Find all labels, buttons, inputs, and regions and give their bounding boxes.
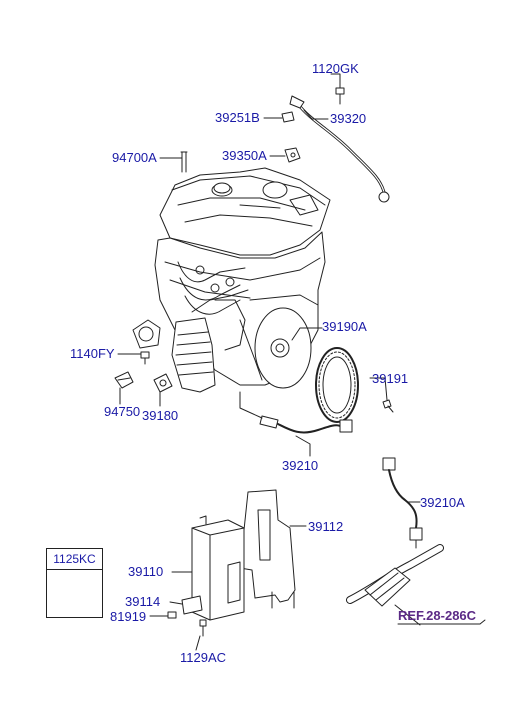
bolt-1129ac bbox=[199, 619, 207, 637]
part-label-94700a: 94700A bbox=[112, 150, 157, 165]
part-label-39110: 39110 bbox=[128, 564, 164, 579]
part-label-39350a: 39350A bbox=[222, 148, 267, 163]
knock-sensor-39180 bbox=[153, 373, 173, 393]
exhaust-pipe-converter bbox=[346, 544, 444, 626]
fastener-key-label: 1125KC bbox=[47, 549, 102, 570]
part-label-1140fy: 1140FY bbox=[70, 346, 115, 361]
temperature-sensor-94750 bbox=[114, 371, 134, 389]
oil-level-gauge bbox=[180, 151, 188, 173]
part-label-81919: 81919 bbox=[110, 609, 147, 624]
oxygen-sensor-39210 bbox=[259, 415, 353, 434]
part-label-39190a: 39190A bbox=[322, 319, 367, 334]
fastener-key-box: 1125KC bbox=[46, 548, 103, 618]
part-label-39210: 39210 bbox=[282, 458, 319, 473]
clip-39251b bbox=[281, 111, 295, 123]
part-label-39251b: 39251B bbox=[215, 110, 260, 125]
part-label-39180: 39180 bbox=[142, 408, 179, 423]
ecu-bracket-39114 bbox=[181, 595, 203, 615]
bolt-1140fy bbox=[140, 351, 150, 365]
bolt-39191 bbox=[382, 399, 394, 413]
part-label-39112: 39112 bbox=[308, 519, 344, 534]
crank-target-wheel bbox=[315, 347, 359, 423]
part-label-39191: 39191 bbox=[372, 371, 409, 386]
camshaft-sensor bbox=[284, 147, 301, 163]
part-label-94750: 94750 bbox=[104, 404, 141, 419]
reference-link[interactable]: REF.28-286C bbox=[398, 608, 477, 623]
part-label-39320: 39320 bbox=[330, 111, 367, 126]
part-label-39114: 39114 bbox=[125, 594, 161, 609]
bolt-1120gk bbox=[335, 87, 345, 105]
engine-assembly bbox=[132, 167, 331, 393]
part-label-1129ac: 1129AC bbox=[180, 650, 227, 665]
bolt-81919 bbox=[167, 611, 177, 619]
leader-lines bbox=[117, 73, 486, 651]
ecu-bracket-39112 bbox=[239, 489, 296, 609]
oxygen-sensor-39210a bbox=[382, 457, 423, 549]
part-label-1120gk: 1120GK bbox=[312, 61, 359, 76]
part-label-39210a: 39210A bbox=[420, 495, 465, 510]
